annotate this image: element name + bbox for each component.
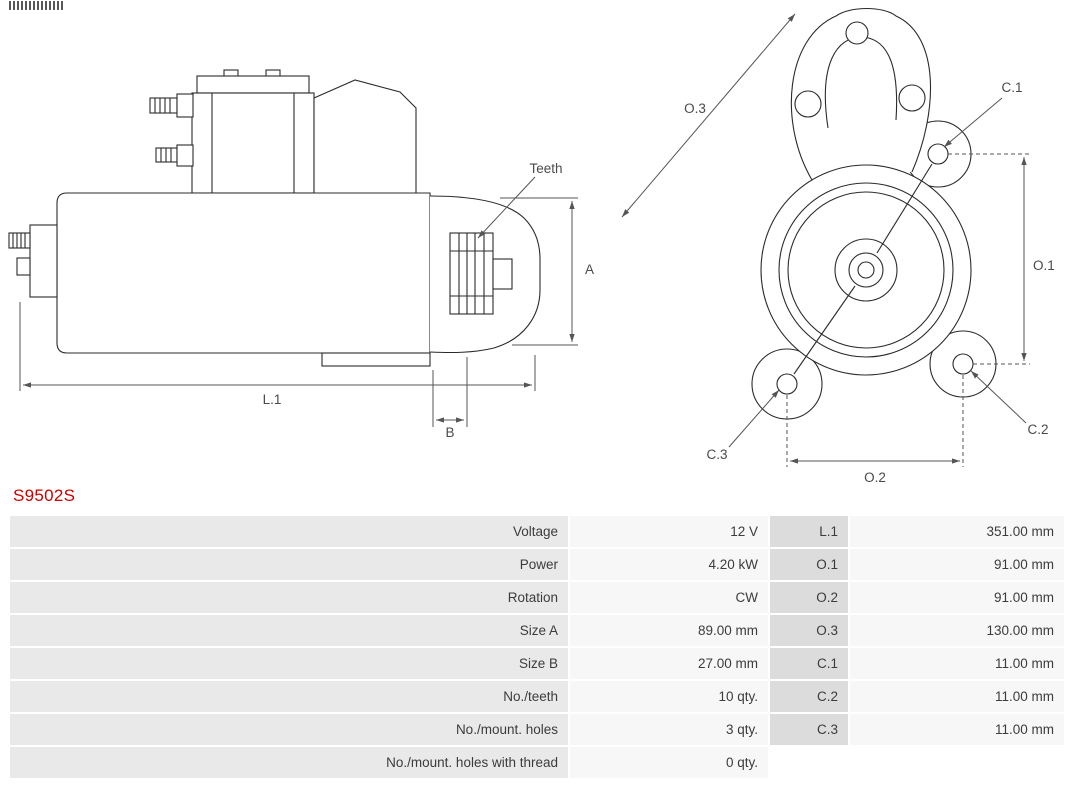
spec-label: No./teeth bbox=[10, 681, 568, 712]
spec-value: 10 qty. bbox=[570, 681, 768, 712]
dim-value: 130.00 mm bbox=[850, 615, 1064, 646]
front-view-dimensions bbox=[621, 13, 1030, 467]
dim-value bbox=[850, 747, 1064, 778]
dim-code: C.3 bbox=[770, 714, 848, 745]
dim-b-label: B bbox=[445, 425, 454, 440]
table-row: Voltage 12 V L.1 351.00 mm bbox=[10, 516, 1064, 547]
part-number: S9502S bbox=[13, 486, 76, 505]
spec-value: 0 qty. bbox=[570, 747, 768, 778]
table-row: Rotation CW O.2 91.00 mm bbox=[10, 582, 1064, 613]
dim-c1-label: C.1 bbox=[1001, 80, 1022, 95]
starter-side-view bbox=[8, 69, 541, 367]
spec-value: 3 qty. bbox=[570, 714, 768, 745]
spec-label: Power bbox=[10, 549, 568, 580]
table-row: Power 4.20 kW O.1 91.00 mm bbox=[10, 549, 1064, 580]
spec-label: Size A bbox=[10, 615, 568, 646]
table-row: Size B 27.00 mm C.1 11.00 mm bbox=[10, 648, 1064, 679]
technical-drawings: Teeth A L.1 B bbox=[8, 8, 1055, 485]
dim-value: 11.00 mm bbox=[850, 681, 1064, 712]
spec-label: Size B bbox=[10, 648, 568, 679]
table-row: Size A 89.00 mm O.3 130.00 mm bbox=[10, 615, 1064, 646]
spec-value: CW bbox=[570, 582, 768, 613]
dim-code: O.2 bbox=[770, 582, 848, 613]
spec-label: Rotation bbox=[10, 582, 568, 613]
dim-value: 91.00 mm bbox=[850, 549, 1064, 580]
starter-front-view bbox=[751, 8, 997, 420]
specs-table: Voltage 12 V L.1 351.00 mm Power 4.20 kW… bbox=[8, 514, 1066, 780]
spec-value: 89.00 mm bbox=[570, 615, 768, 646]
table-row: No./mount. holes 3 qty. C.3 11.00 mm bbox=[10, 714, 1064, 745]
dim-code: L.1 bbox=[770, 516, 848, 547]
dim-code: C.1 bbox=[770, 648, 848, 679]
spec-value: 4.20 kW bbox=[570, 549, 768, 580]
table-row: No./mount. holes with thread 0 qty. bbox=[10, 747, 1064, 778]
brand-logo bbox=[9, 1, 63, 10]
dim-code: O.1 bbox=[770, 549, 848, 580]
dim-value: 91.00 mm bbox=[850, 582, 1064, 613]
dim-o3-label: O.3 bbox=[684, 101, 706, 116]
table-row: No./teeth 10 qty. C.2 11.00 mm bbox=[10, 681, 1064, 712]
dim-c2-label: C.2 bbox=[1027, 422, 1048, 437]
spec-label: Voltage bbox=[10, 516, 568, 547]
dim-value: 11.00 mm bbox=[850, 648, 1064, 679]
spec-label: No./mount. holes with thread bbox=[10, 747, 568, 778]
dim-o2-label: O.2 bbox=[864, 470, 886, 485]
dim-code: C.2 bbox=[770, 681, 848, 712]
teeth-label: Teeth bbox=[529, 161, 562, 176]
dim-a-label: A bbox=[585, 262, 594, 277]
dim-l1-label: L.1 bbox=[263, 392, 282, 407]
spec-value: 12 V bbox=[570, 516, 768, 547]
dim-value: 11.00 mm bbox=[850, 714, 1064, 745]
dim-value: 351.00 mm bbox=[850, 516, 1064, 547]
dim-o1-label: O.1 bbox=[1033, 258, 1055, 273]
dim-code: O.3 bbox=[770, 615, 848, 646]
dim-code bbox=[770, 747, 848, 778]
side-view-dimensions bbox=[19, 176, 578, 427]
dim-c3-label: C.3 bbox=[706, 447, 727, 462]
spec-value: 27.00 mm bbox=[570, 648, 768, 679]
spec-label: No./mount. holes bbox=[10, 714, 568, 745]
